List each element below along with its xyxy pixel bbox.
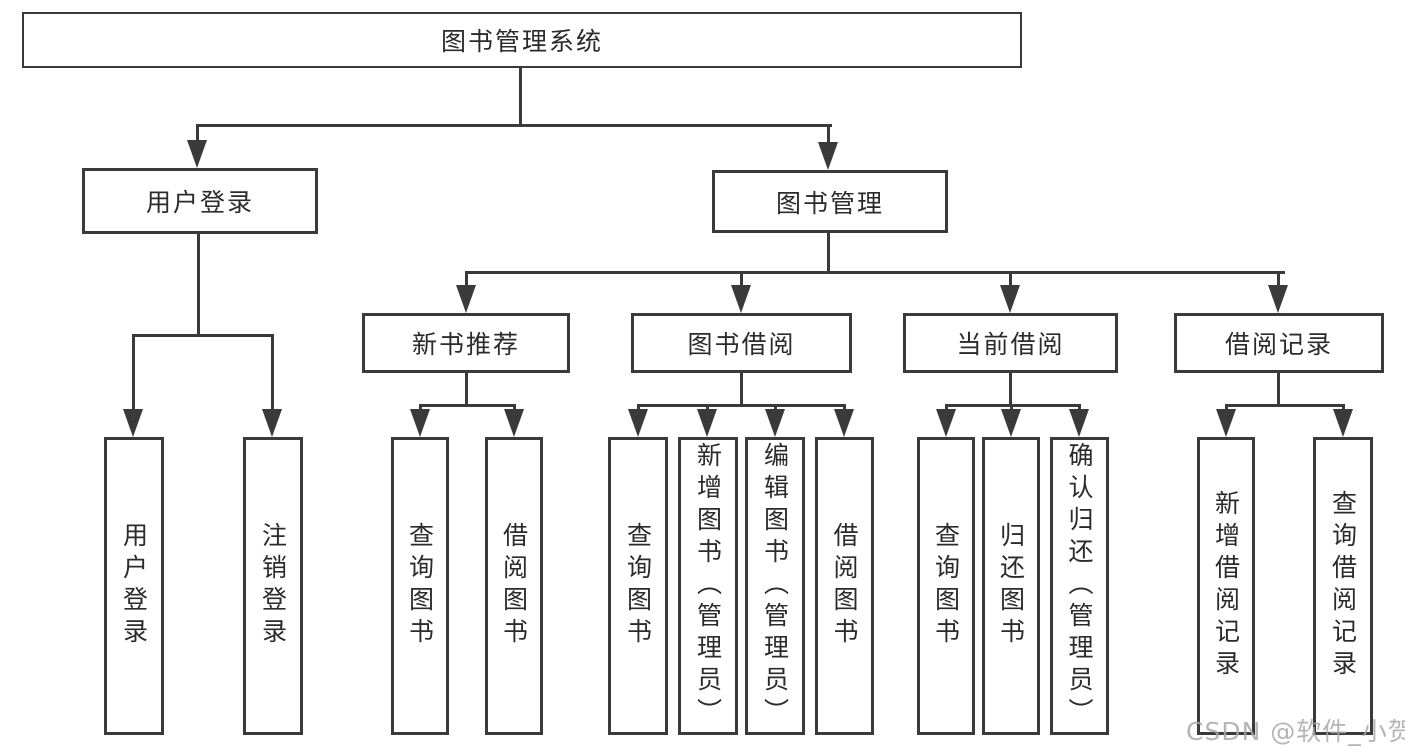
arrow-down-icon [1333, 409, 1353, 437]
connector-line [519, 66, 522, 126]
node-leaf-add-books-admin: 新增图书（管理员） [678, 437, 738, 735]
arrow-down-icon [262, 409, 282, 437]
node-user-login: 用户登录 [82, 168, 318, 234]
node-new-book-recommend: 新书推荐 [362, 313, 570, 373]
connector-line [1009, 271, 1012, 287]
arrow-down-icon [834, 409, 854, 437]
node-label: 借阅图书 [830, 522, 859, 650]
arrow-down-icon [1069, 409, 1089, 437]
connector-line [197, 232, 200, 336]
connector-line [132, 334, 135, 411]
node-leaf-add-borrow-record: 新增借阅记录 [1197, 437, 1255, 735]
node-book-management: 图书管理 [712, 170, 948, 233]
connector-line [1277, 271, 1280, 287]
node-library-management-system: 图书管理系统 [22, 12, 1022, 68]
connector-line [827, 231, 830, 274]
node-label: 确认归还（管理员） [1065, 442, 1094, 730]
arrow-down-icon [123, 409, 143, 437]
connector-line [740, 271, 743, 287]
connector-line [465, 371, 468, 407]
csdn-watermark: CSDN @软件_小贺同学 [1186, 717, 1405, 746]
connector-line [1342, 404, 1345, 412]
connector-line [465, 271, 1285, 274]
node-book-borrowing: 图书借阅 [631, 313, 852, 373]
arrow-down-icon [628, 409, 648, 437]
arrow-down-icon [1000, 285, 1020, 313]
arrow-down-icon [1216, 409, 1236, 437]
connector-line [419, 404, 422, 412]
node-current-borrowing: 当前借阅 [903, 313, 1118, 373]
connector-line [740, 371, 743, 407]
node-leaf-confirm-return-admin: 确认归还（管理员） [1050, 437, 1109, 735]
connector-line [513, 404, 516, 412]
arrow-down-icon [187, 140, 207, 168]
node-leaf-edit-books-admin: 编辑图书（管理员） [745, 437, 805, 735]
connector-line [637, 404, 640, 412]
connector-line [271, 334, 274, 411]
node-leaf-query-books-recommend: 查询图书 [391, 437, 449, 735]
arrow-down-icon [936, 409, 956, 437]
node-leaf-user-login: 用户登录 [104, 437, 164, 735]
node-label: 当前借阅 [956, 330, 1065, 359]
node-label: 查询图书 [931, 522, 961, 650]
node-label: 用户登录 [145, 188, 254, 217]
arrow-down-icon [731, 285, 751, 313]
arrow-down-icon [697, 409, 717, 437]
arrow-down-icon [456, 285, 476, 313]
node-leaf-borrow-books-recommend: 借阅图书 [485, 437, 543, 735]
connector-line [774, 404, 777, 412]
connector-line [1009, 371, 1012, 407]
node-label: 借阅记录 [1224, 330, 1333, 359]
arrow-down-icon [818, 142, 838, 170]
node-leaf-query-books-borrowing: 查询图书 [608, 437, 668, 735]
connector-line [465, 271, 468, 287]
node-leaf-query-borrow-record: 查询借阅记录 [1313, 437, 1373, 735]
arrow-down-icon [504, 409, 524, 437]
connector-line [132, 334, 274, 337]
node-label: 查询图书 [405, 522, 435, 650]
node-label: 新书推荐 [411, 330, 520, 359]
connector-line [1277, 371, 1280, 407]
node-leaf-borrow-books-borrowing: 借阅图书 [815, 437, 874, 735]
arrow-down-icon [765, 409, 785, 437]
connector-line [706, 404, 709, 412]
node-label: 查询图书 [623, 522, 653, 650]
arrow-down-icon [1268, 285, 1288, 313]
node-label: 新增图书（管理员） [693, 442, 723, 730]
node-label: 图书借阅 [687, 330, 796, 359]
connector-line [196, 124, 199, 142]
connector-line [419, 404, 516, 407]
connector-line [196, 124, 832, 127]
node-leaf-return-books: 归还图书 [982, 437, 1040, 735]
node-label: 新增借阅记录 [1211, 490, 1241, 682]
node-label: 查询借阅记录 [1328, 490, 1358, 682]
connector-line [637, 404, 846, 407]
connector-line [945, 404, 948, 412]
node-label: 借阅图书 [499, 522, 529, 650]
connector-line [1010, 404, 1013, 412]
connector-line [945, 404, 1081, 407]
arrow-down-icon [1001, 409, 1021, 437]
connector-line [1225, 404, 1228, 412]
node-leaf-query-books-current: 查询图书 [917, 437, 975, 735]
connector-line [827, 124, 830, 144]
connector-line [1225, 404, 1345, 407]
node-leaf-logout: 注销登录 [243, 437, 303, 735]
connector-line [1078, 404, 1081, 412]
node-label: 归还图书 [996, 522, 1026, 650]
node-label: 图书管理系统 [440, 27, 603, 56]
node-label: 编辑图书（管理员） [760, 442, 790, 730]
node-borrowing-records: 借阅记录 [1174, 313, 1384, 373]
node-label: 用户登录 [119, 522, 149, 650]
node-label: 图书管理 [775, 188, 884, 218]
connector-line [843, 404, 846, 412]
arrow-down-icon [410, 409, 430, 437]
node-label: 注销登录 [258, 522, 288, 650]
